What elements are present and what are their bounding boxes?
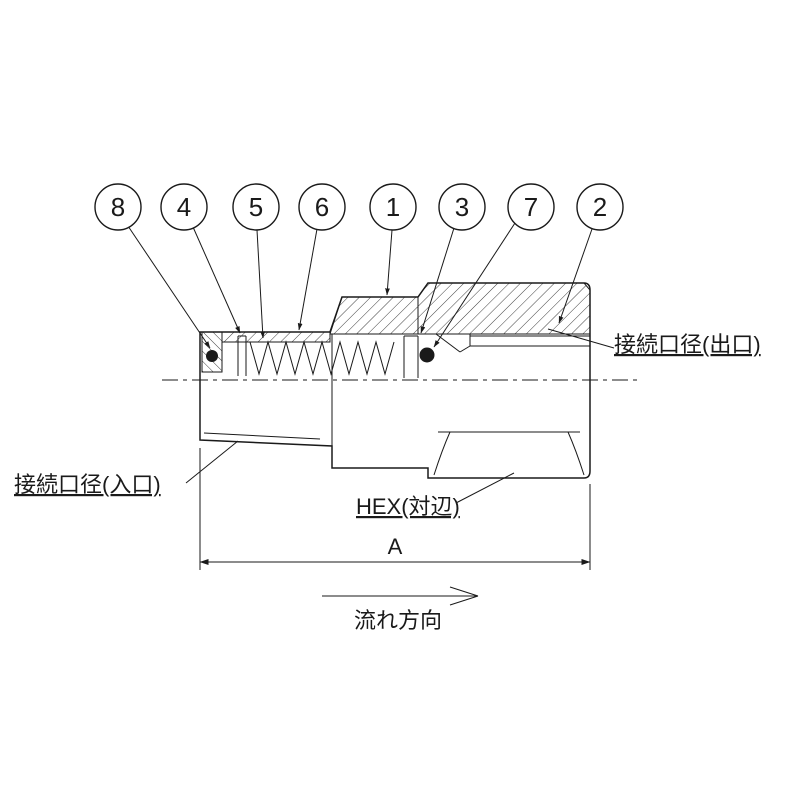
hex-detail-lines [433,431,585,476]
balloon-2: 2 [576,183,624,231]
balloon-circle [298,183,346,231]
guide-washer [237,335,247,376]
leader-line-1 [385,229,393,296]
female-thread [469,334,590,347]
dimension-a: A [199,448,591,570]
leader-line-4 [192,226,241,334]
balloon-number: 6 [315,192,329,222]
balloon-circle [507,183,555,231]
balloon-circle [94,183,142,231]
balloon-number: 1 [386,192,400,222]
spring [249,340,395,376]
flow-direction-label: 流れ方向 [354,608,442,633]
balloon-7: 7 [507,183,555,231]
leader-line-3 [420,227,455,334]
balloon-circle [160,183,208,231]
poppet-valve [403,335,419,378]
balloon-circle [438,183,486,231]
balloon-5: 5 [232,183,280,231]
male-thread-root-line [203,432,321,440]
balloon-number: 5 [249,192,263,222]
gland-outline [201,331,223,373]
o-ring-seal [206,350,218,362]
outlet-label-leader-line [547,328,615,349]
balloon-number: 3 [455,192,469,222]
balloon-4: 4 [160,183,208,231]
hex-chamfer-arc-left [433,431,451,476]
balloon-circle [369,183,417,231]
balloon-callouts: 8 4 5 6 1 3 7 2 [94,183,624,231]
leader-line-2 [558,228,593,324]
leader-line-6 [297,228,318,331]
annotations: 接続口径(出口) 接続口径(入口) HEX(対辺) [14,328,761,519]
balloon-8: 8 [94,183,142,231]
leader-line-7 [433,222,516,348]
inlet-label-leader-line [185,440,239,484]
balloon-number: 4 [177,192,191,222]
fitting-section-view [199,282,591,479]
balloon-circle [576,183,624,231]
balloon-number: 7 [524,192,538,222]
ball-seal [419,347,435,363]
internal-parts [201,331,590,378]
inlet-port-label: 接続口径(入口) [14,472,161,497]
leader-line-5 [256,229,266,339]
balloon-1: 1 [369,183,417,231]
flow-arrow [322,586,479,606]
outer-profile [199,282,591,479]
dimension-a-label: A [388,534,403,559]
balloon-number: 2 [593,192,607,222]
balloon-leader-lines [127,222,593,349]
leader-line-8 [127,225,211,349]
hex-label: HEX(対辺) [356,494,460,519]
balloon-3: 3 [438,183,486,231]
balloon-circle [232,183,280,231]
hex-chamfer-arc-right [567,431,585,476]
flow-direction: 流れ方向 [322,586,479,633]
balloon-number: 8 [111,192,125,222]
balloon-6: 6 [298,183,346,231]
body-wall-section [329,296,419,335]
hex-label-leader-line [455,472,515,504]
outlet-port-label: 接続口径(出口) [614,332,761,357]
